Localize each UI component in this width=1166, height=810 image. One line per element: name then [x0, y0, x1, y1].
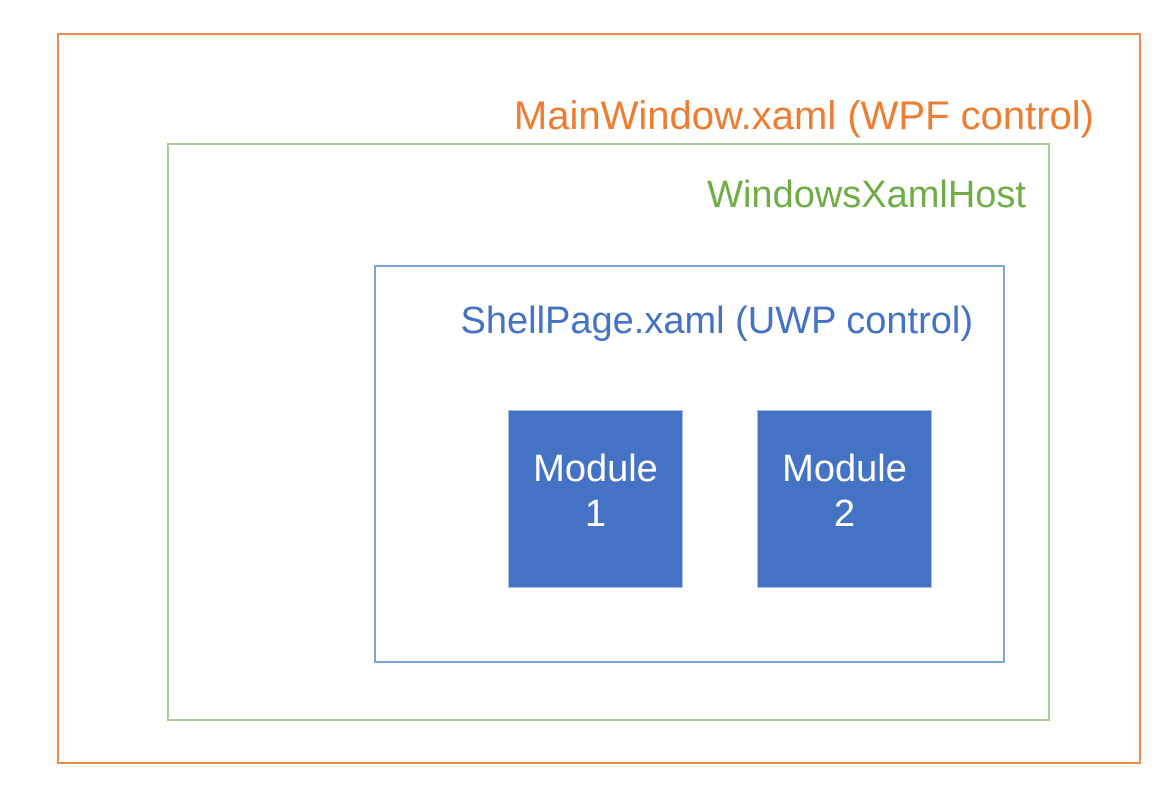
windowsxamlhost-layer-label: WindowsXamlHost	[707, 174, 1026, 216]
shellpage-layer-box: ShellPage.xaml (UWP control) Module 1 Mo…	[374, 265, 1005, 663]
module-2-label-line1: Module	[782, 448, 907, 490]
module-box-2: Module 2	[757, 410, 932, 588]
windowsxamlhost-layer-box: WindowsXamlHost ShellPage.xaml (UWP cont…	[167, 143, 1050, 721]
module-box-1: Module 1	[508, 410, 683, 588]
wpf-layer-box: MainWindow.xaml (WPF control) WindowsXam…	[57, 33, 1141, 764]
module-2-label-line2: 2	[833, 492, 856, 535]
wpf-layer-label: MainWindow.xaml (WPF control)	[513, 94, 1094, 138]
shellpage-layer-label: ShellPage.xaml (UWP control)	[460, 300, 973, 342]
module-group: Module 1 Module 2	[376, 267, 1003, 661]
module-1-label-line1: Module	[533, 448, 658, 490]
module-1-label-line2: 1	[584, 492, 607, 535]
